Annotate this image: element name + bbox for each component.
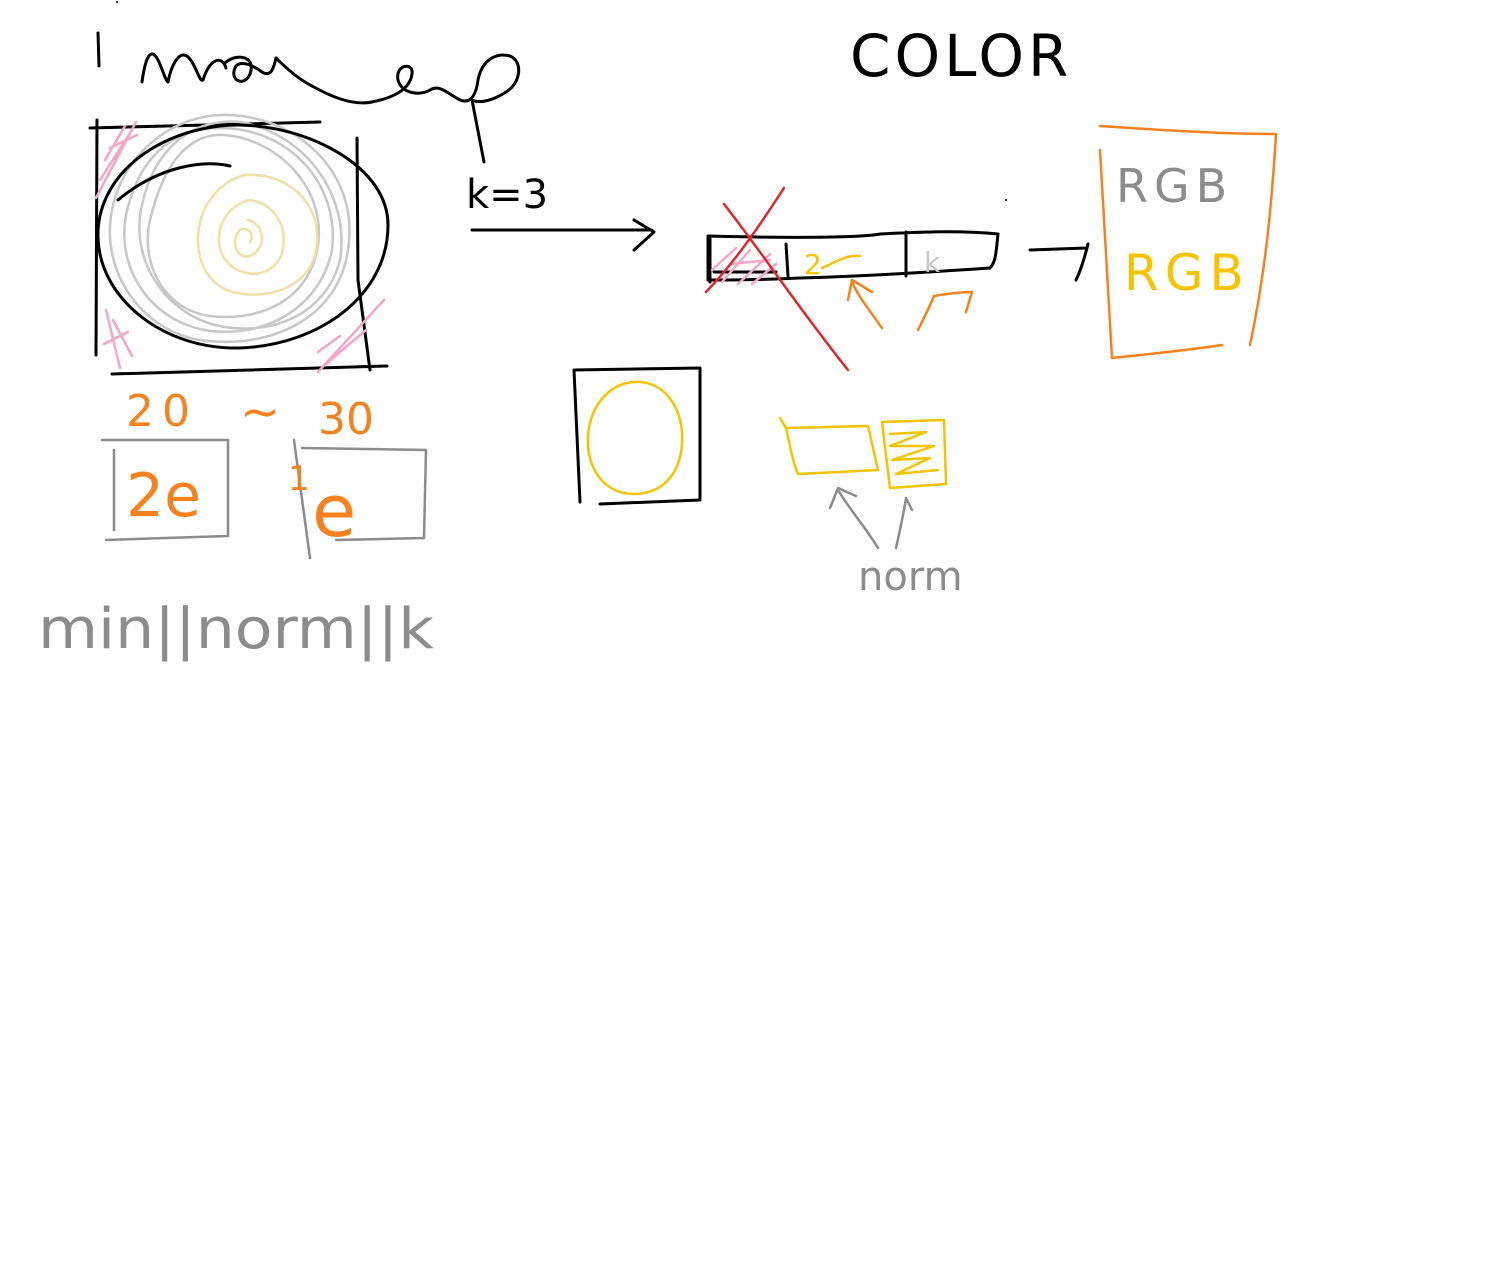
black-circle (96, 123, 390, 350)
range-label: 20 ~ 30 (126, 384, 374, 445)
histogram-bin-3-text: k (924, 246, 941, 279)
k-equals-text: k=3 (466, 172, 548, 218)
histogram-bin-2-text: 2 (804, 248, 822, 281)
color-title-text: COLOR (850, 22, 1072, 90)
image-title (96, 31, 521, 164)
square-with-circle (572, 366, 702, 506)
yellow-histogram (778, 416, 948, 490)
main-arrow (470, 218, 656, 252)
k-equals-label: k=3 (466, 172, 548, 218)
rgb-top-text: RGB (1116, 159, 1233, 213)
small-box-1e: 1 e (288, 438, 428, 560)
red-cross (704, 186, 850, 372)
histogram-bin-3: k (924, 246, 941, 279)
yellow-center-spiral (196, 173, 319, 296)
range-left-text: 20 (126, 386, 198, 437)
orange-pointer-arrows (846, 278, 974, 332)
gray-scribble-circle (108, 113, 351, 344)
range-tilde-text: ~ (240, 384, 280, 440)
range-right-text: 30 (318, 394, 374, 445)
histogram-bin-2: 2 (804, 248, 862, 281)
histogram-bar (706, 230, 1000, 284)
small-box-2e: 2e (100, 438, 230, 542)
histogram-bin-1-pink (710, 246, 778, 286)
formula-text: min||norm||k (38, 597, 435, 662)
color-title: COLOR (850, 22, 1072, 90)
formula: min||norm||k (38, 597, 435, 662)
rgb-box: RGB RGB (1098, 124, 1278, 360)
pink-corner-shading (94, 120, 386, 374)
gray-pointer-arrows (828, 486, 914, 550)
stray-dot (116, 1, 118, 3)
small-box-2e-text: 2e (126, 461, 201, 531)
norm-label: norm (858, 554, 963, 600)
small-box-1-text: 1 (288, 459, 310, 499)
stray-dot (1005, 199, 1007, 201)
norm-label-text: norm (858, 554, 963, 600)
arrow-to-rgb (1028, 242, 1090, 282)
rgb-bottom-text: RGB (1124, 244, 1250, 302)
small-box-e-text: e (312, 469, 356, 553)
